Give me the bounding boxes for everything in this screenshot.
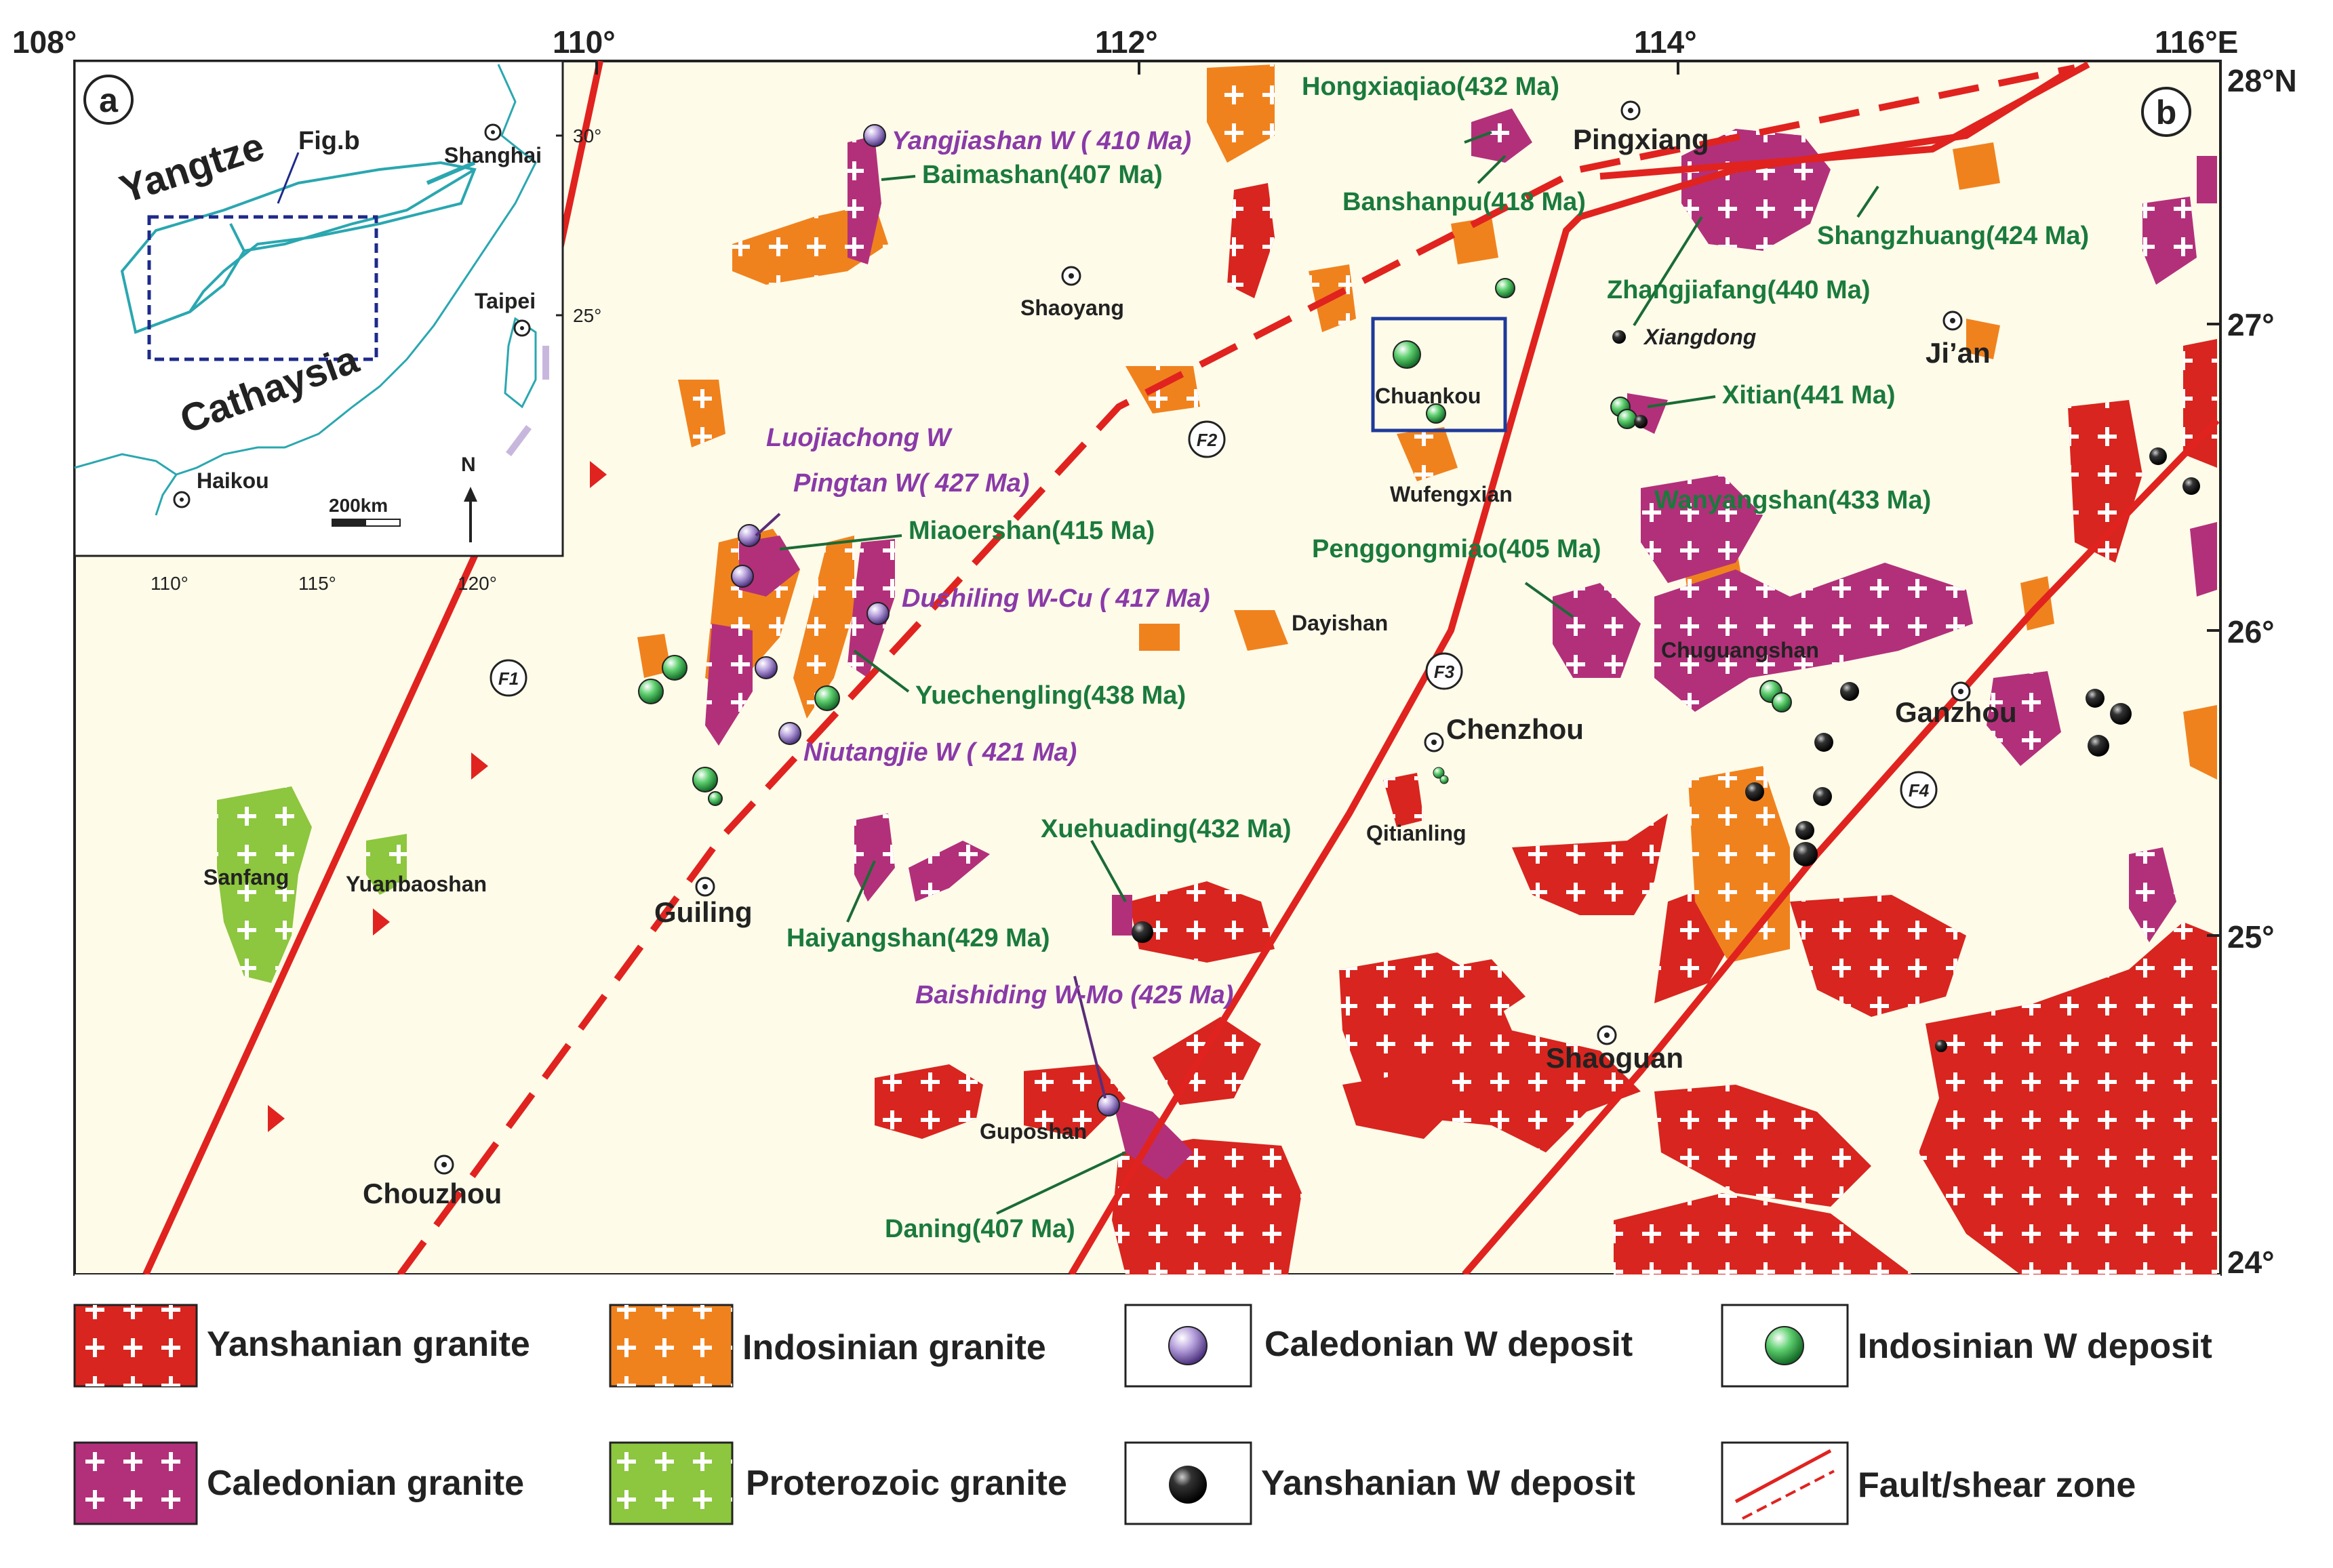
label-niutangjie: Niutangjie W ( 421 Ma) — [803, 738, 1077, 767]
legend-label-fault: Fault/shear zone — [1858, 1466, 2136, 1505]
fault-f3 — [1068, 64, 2077, 1276]
inset-lat-30: 30° — [573, 125, 601, 146]
city-guiling: Guiling — [654, 896, 753, 928]
legend-swatch-fault — [1721, 1441, 1849, 1525]
inset-north-label: N — [461, 454, 476, 476]
label-daning: Daning(407 Ma) — [885, 1215, 1075, 1243]
legend-label-indosinian-granite: Indosinian granite — [742, 1328, 1046, 1367]
inset-city-shanghai: Shanghai — [444, 143, 542, 167]
legend-label-proterozoic-granite: Proterozoic granite — [746, 1464, 1067, 1503]
proterozoic-plutons — [217, 786, 407, 983]
city-chouzhou: Chouzhou — [363, 1178, 502, 1209]
label-haiyangshan: Haiyangshan(429 Ma) — [786, 924, 1050, 952]
fault-label-f4: F4 — [1909, 780, 1930, 801]
label-chuankou: Chuankou — [1375, 384, 1481, 408]
legend-label-yanshanian-deposit: Yanshanian W deposit — [1261, 1464, 1635, 1503]
lon-tick-110: 110° — [553, 24, 616, 60]
inset-lat-25: 25° — [573, 305, 601, 326]
legend-label-caledonian-granite: Caledonian granite — [207, 1464, 524, 1503]
label-banshanpu: Banshanpu(418 Ma) — [1342, 188, 1586, 216]
caledonian-plutons — [705, 108, 2217, 1180]
city-shaoguan: Shaoguan — [1546, 1042, 1683, 1074]
label-chuguangshan: Chuguangshan — [1661, 638, 1819, 662]
label-dayishan: Dayishan — [1292, 611, 1388, 635]
label-penggongmiao: Penggongmiao(405 Ma) — [1312, 535, 1601, 563]
label-dushiling: Dushiling W-Cu ( 417 Ma) — [902, 584, 1210, 613]
inset-scale-label: 200km — [329, 495, 388, 516]
inset-lon-115: 115° — [298, 573, 336, 594]
fault-f2 — [397, 64, 2076, 1276]
legend-label-indosinian-deposit: Indosinian W deposit — [1858, 1327, 2212, 1366]
lon-tick-116: 116°E — [2155, 24, 2238, 60]
label-wufengxian: Wufengxian — [1390, 482, 1513, 506]
label-hongxiaqiao: Hongxiaqiao(432 Ma) — [1302, 73, 1559, 101]
label-pingtan: Pingtan W( 427 Ma) — [793, 469, 1029, 498]
lat-tick-28: 28°N — [2227, 63, 2297, 98]
legend-icon-indosinian-deposit — [1765, 1326, 1804, 1365]
yanshanian-deposits — [1132, 330, 2200, 1052]
study-area-box — [1371, 317, 1507, 433]
legend-icon-yanshanian-deposit — [1169, 1466, 1207, 1504]
panel-a-letter: a — [99, 81, 119, 119]
inset-lon-120: 120° — [458, 573, 497, 594]
city-chenzhou: Chenzhou — [1446, 713, 1584, 745]
label-qitianling: Qitianling — [1366, 821, 1467, 845]
lat-tick-25: 25° — [2227, 919, 2275, 954]
legend-label-yanshanian-granite: Yanshanian granite — [207, 1325, 530, 1364]
city-jian: Ji’an — [1926, 337, 1991, 369]
label-miaoershan: Miaoershan(415 Ma) — [909, 517, 1155, 545]
lat-tick-27: 27° — [2227, 307, 2275, 342]
inset-lon-110: 110° — [151, 573, 188, 594]
label-xitian: Xitian(441 Ma) — [1722, 381, 1896, 409]
lon-tick-112: 112° — [1095, 24, 1158, 60]
label-shangzhuang: Shangzhuang(424 Ma) — [1817, 222, 2089, 250]
label-yuanbaoshan: Yuanbaoshan — [346, 872, 487, 896]
label-xiangdong: Xiangdong — [1643, 325, 1756, 349]
city-ganzhou: Ganzhou — [1895, 696, 2017, 728]
legend-icon-caledonian-deposit — [1168, 1326, 1208, 1365]
lat-tick-26: 26° — [2227, 614, 2275, 649]
lon-tick-114: 114° — [1634, 24, 1697, 60]
label-guposhan: Guposhan — [980, 1119, 1087, 1144]
fault-labels: F1 F2 F3 F4 — [490, 420, 1938, 809]
label-luojiachong: Luojiachong W — [766, 424, 953, 452]
label-zhangjiafang: Zhangjiafang(440 Ma) — [1607, 276, 1871, 304]
panel-b-letter: b — [2156, 94, 2177, 132]
caledonian-deposits — [731, 124, 1120, 1117]
label-yangjiashan: Yangjiashan W ( 410 Ma) — [892, 127, 1191, 155]
legend: Yanshanian granite Indosinian granite Ca… — [73, 1304, 2212, 1525]
inset-panel-a — [73, 60, 564, 557]
label-baimashan: Baimashan(407 Ma) — [922, 161, 1163, 189]
inset-city-haikou: Haikou — [197, 468, 269, 493]
fault-teeth — [268, 461, 607, 1132]
indosinian-deposits — [638, 278, 1792, 806]
label-xuehuading: Xuehuading(432 Ma) — [1041, 815, 1292, 843]
inset-fig-b-box — [147, 215, 378, 361]
city-pingxiang: Pingxiang — [1573, 123, 1709, 155]
label-wanyangshan: Wanyangshan(433 Ma) — [1654, 486, 1931, 515]
leader-lines — [755, 131, 1879, 1215]
city-shaoyang: Shaoyang — [1020, 296, 1124, 320]
lon-tick-108: 108° — [12, 24, 77, 60]
label-sanfang: Sanfang — [203, 865, 289, 889]
inset-label-fig-b: Fig.b — [298, 127, 360, 155]
fault-label-f1: F1 — [498, 668, 519, 689]
city-marker-dots — [441, 108, 1963, 1167]
label-yuechengling: Yuechengling(438 Ma) — [915, 681, 1186, 710]
label-baishiding: Baishiding W-Mo (425 Ma) — [915, 981, 1233, 1009]
inset-city-taipei: Taipei — [475, 289, 536, 313]
legend-label-caledonian-deposit: Caledonian W deposit — [1264, 1325, 1633, 1364]
legend-icon-fault — [1734, 1449, 1832, 1504]
lat-tick-24: 24° — [2227, 1245, 2275, 1280]
fault-label-f2: F2 — [1197, 430, 1218, 450]
fault-label-f3: F3 — [1434, 662, 1455, 682]
